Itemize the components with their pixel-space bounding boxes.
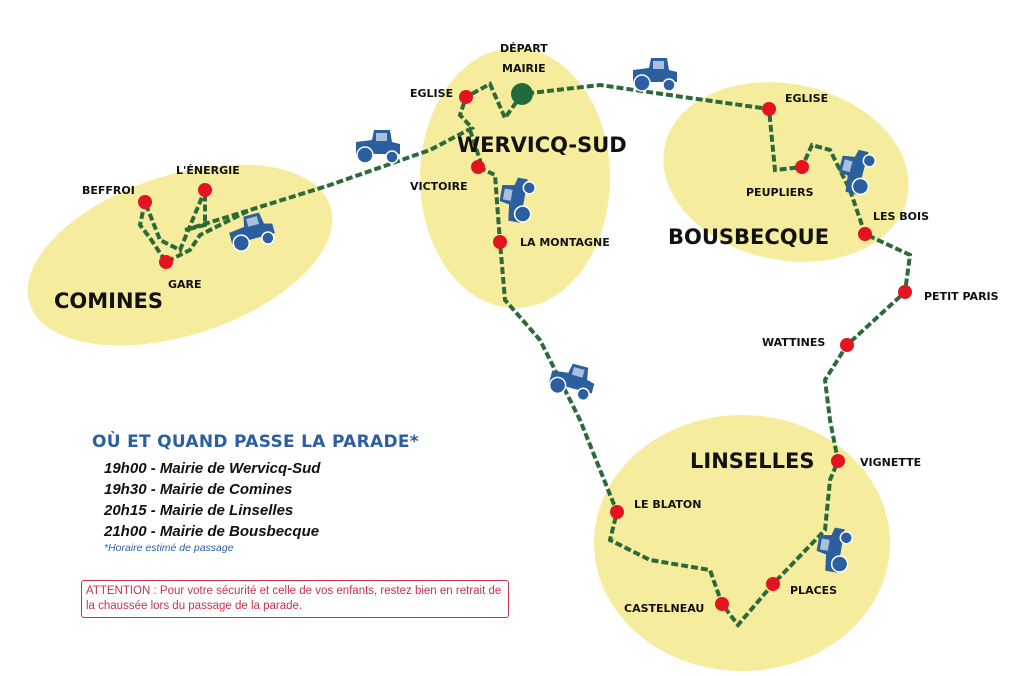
stop-places[interactable] bbox=[766, 577, 780, 591]
schedule-row: 19h00 - Mairie de Wervicq-Sud bbox=[104, 460, 321, 477]
schedule-legend: OÙ ET QUAND PASSE LA PARADE* 19h00 - Mai… bbox=[92, 432, 419, 554]
tractor-icon bbox=[355, 129, 401, 164]
zone-bousbecque bbox=[663, 82, 909, 262]
zones bbox=[27, 48, 909, 671]
schedule-row: 19h30 - Mairie de Comines bbox=[104, 481, 293, 498]
stop-la-montagne[interactable] bbox=[493, 235, 507, 249]
label-depart: DÉPART bbox=[500, 42, 548, 55]
label-beffroi: BEFFROI bbox=[82, 184, 135, 197]
label-mairie: MAIRIE bbox=[502, 62, 546, 75]
stop-castelneau[interactable] bbox=[715, 597, 729, 611]
stops bbox=[138, 83, 912, 611]
label-le-blaton: LE BLATON bbox=[634, 498, 701, 511]
town-comines: COMINES bbox=[54, 289, 163, 313]
label-places: PLACES bbox=[790, 584, 837, 597]
stop-wattines[interactable] bbox=[840, 338, 854, 352]
stop-les-bois[interactable] bbox=[858, 227, 872, 241]
town-labels: COMINES WERVICQ-SUD BOUSBECQUE LINSELLES bbox=[54, 133, 829, 473]
tractor-icon bbox=[632, 57, 678, 92]
schedule-row: 21h00 - Mairie de Bousbecque bbox=[104, 523, 320, 540]
stop-victoire[interactable] bbox=[471, 160, 485, 174]
label-les-bois: LES BOIS bbox=[873, 210, 929, 223]
label-eglise-wervicq: EGLISE bbox=[410, 87, 453, 100]
label-gare: GARE bbox=[168, 278, 202, 291]
label-la-montagne: LA MONTAGNE bbox=[520, 236, 610, 249]
stop-labels: DÉPART MAIRIE EGLISE VICTOIRE LA MONTAGN… bbox=[82, 42, 999, 615]
stop-beffroi[interactable] bbox=[138, 195, 152, 209]
stop-peupliers[interactable] bbox=[795, 160, 809, 174]
stop-gare[interactable] bbox=[159, 255, 173, 269]
stop-energie[interactable] bbox=[198, 183, 212, 197]
label-vignette: VIGNETTE bbox=[860, 456, 921, 469]
stop-petit-paris[interactable] bbox=[898, 285, 912, 299]
town-wervicq: WERVICQ-SUD bbox=[457, 133, 627, 157]
town-bousbecque: BOUSBECQUE bbox=[668, 225, 829, 249]
zone-wervicq bbox=[420, 48, 610, 308]
label-eglise-bousbecque: EGLISE bbox=[785, 92, 828, 105]
zone-linselles bbox=[594, 415, 890, 671]
label-peupliers: PEUPLIERS bbox=[746, 186, 814, 199]
legend-note: *Horaire estimé de passage bbox=[104, 542, 234, 554]
stop-eglise-bousbecque[interactable] bbox=[762, 102, 776, 116]
stop-le-blaton[interactable] bbox=[610, 505, 624, 519]
start-marker[interactable] bbox=[511, 83, 533, 105]
warning-box: ATTENTION : Pour votre sécurité et celle… bbox=[81, 580, 509, 618]
label-wattines: WATTINES bbox=[762, 336, 825, 349]
label-energie: L'ÉNERGIE bbox=[176, 164, 240, 177]
stop-vignette[interactable] bbox=[831, 454, 845, 468]
label-victoire: VICTOIRE bbox=[410, 180, 468, 193]
stop-eglise-wervicq[interactable] bbox=[459, 90, 473, 104]
legend-title: OÙ ET QUAND PASSE LA PARADE* bbox=[92, 432, 419, 452]
label-petit-paris: PETIT PARIS bbox=[924, 290, 999, 303]
schedule-row: 20h15 - Mairie de Linselles bbox=[104, 502, 294, 519]
town-linselles: LINSELLES bbox=[690, 449, 814, 473]
label-castelneau: CASTELNEAU bbox=[624, 602, 704, 615]
